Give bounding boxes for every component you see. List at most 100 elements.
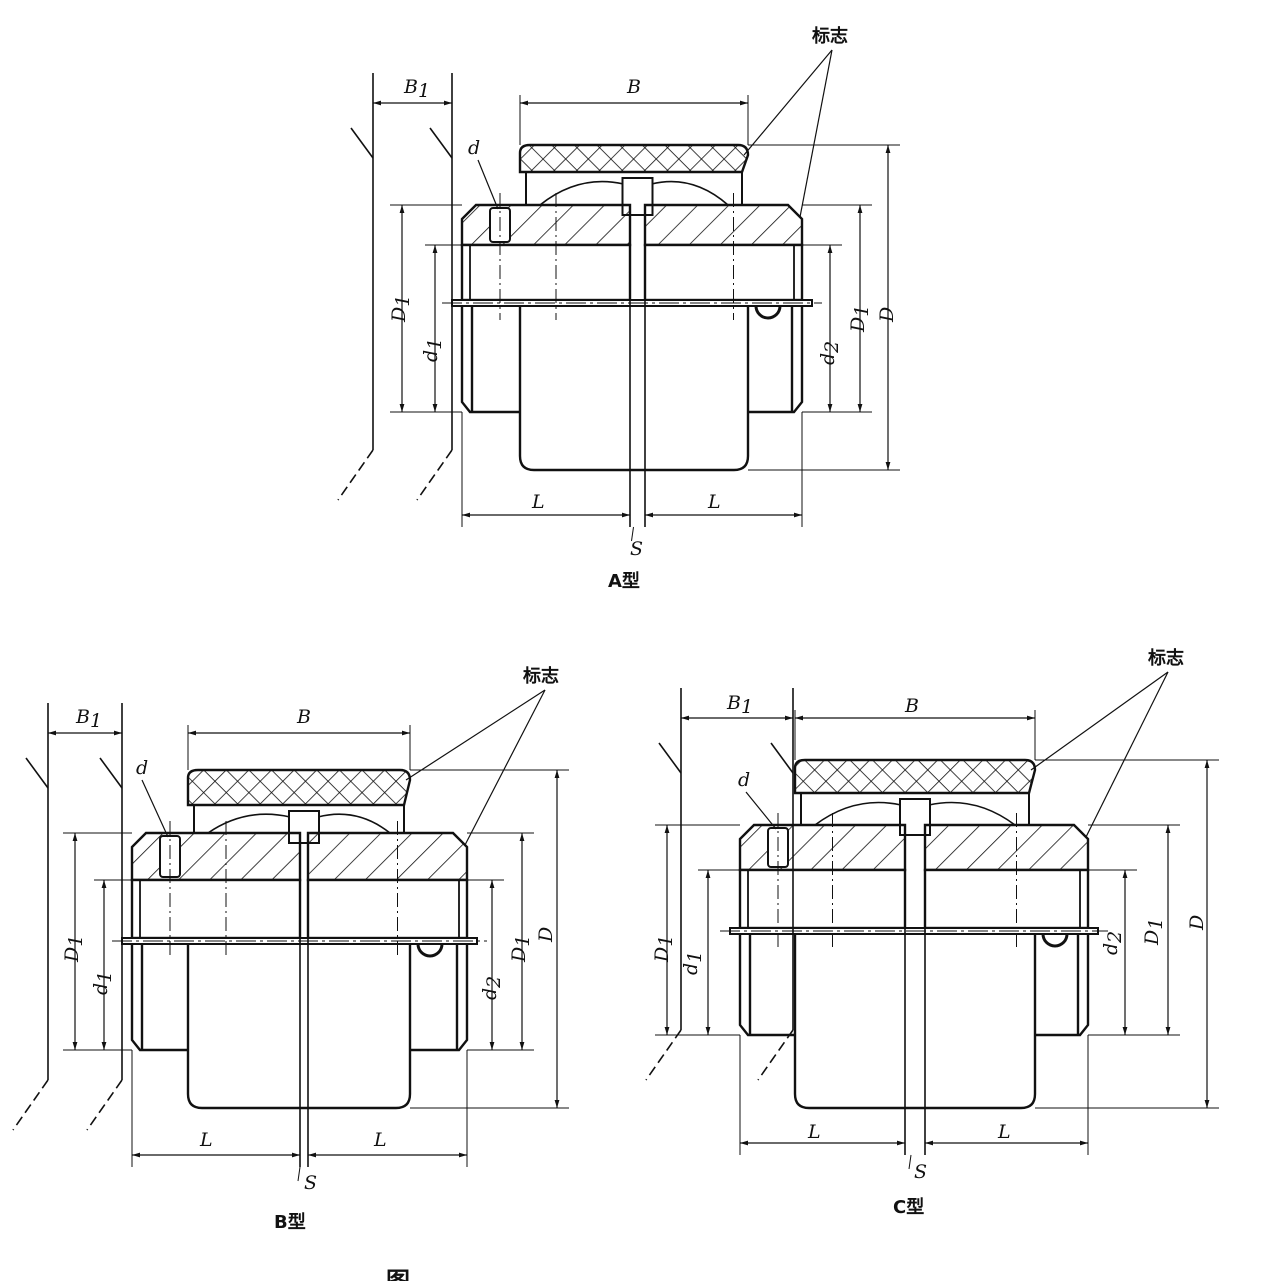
marker-leader [464,689,546,846]
dim-d2-label: d2 [817,341,843,365]
dim-d1-left-label: D1 [651,935,677,963]
dim-b1-label: B1 [75,706,102,732]
dim-d1-right-label: D1 [1141,918,1167,946]
dim-d1-left-label: D1 [388,295,414,323]
dim-b1-label: B1 [403,76,430,102]
break-line [429,127,453,159]
dim-outer-d-label: D [876,307,898,323]
dim-d-label: d [468,137,480,159]
dim-s-label: S [630,538,643,560]
tire-lower [186,944,412,1110]
s-leader [631,526,634,542]
dim-d1-left-label: D1 [61,935,87,963]
right-hub-lower [410,944,469,1052]
dim-b-label: B [626,76,641,98]
view-caption: A型 [608,570,640,592]
view-b [12,689,569,1182]
left-hub-section [130,831,302,882]
right-bore [643,243,804,302]
right-bore [923,868,1090,930]
dim-d-label: d [738,769,750,791]
break-line [25,757,49,789]
left-bore [460,243,632,302]
d-leader [141,779,169,838]
view-b-labels: 标志 B1 B d D1 d1 d2 D1 D L L S B型 [61,665,559,1233]
dim-l-left-label: L [807,1121,821,1143]
marker-label: 标志 [522,665,559,687]
dim-l-right-label: L [997,1121,1011,1143]
break-line [337,449,374,501]
left-bore [130,878,302,940]
dim-l-left-label: L [531,491,545,513]
d-leader [477,159,499,210]
break-line [86,1079,123,1131]
break-line [12,1079,49,1131]
right-hub-section [923,823,1090,872]
marker-label: 标志 [1147,647,1184,669]
diaphragm-curve [539,180,729,206]
figure-caption: 图 [386,1267,410,1281]
view-a-labels: 标志 B1 B d D1 d1 d2 D1 D L L S A型 [388,25,898,592]
left-hub-lower [130,944,188,1052]
dim-b-label: B [904,695,919,717]
right-hub-lower [1035,934,1090,1037]
dim-d1-right-label: D1 [847,305,873,333]
dim-b1-label: B1 [726,692,753,718]
break-line [658,742,682,774]
d-leader [745,791,777,830]
diaphragm-curve [207,813,391,834]
left-bore [738,868,907,930]
right-hub-section [643,203,804,247]
s-leader [297,1166,301,1182]
break-line [350,127,374,159]
dim-outer-d-label: D [1186,915,1208,931]
dim-d2-label: d2 [1100,931,1126,955]
tire-lower [518,306,750,472]
dim-l-right-label: L [707,491,721,513]
tire-crosshatch [186,768,412,807]
dim-b-label: B [296,706,311,728]
left-hub-section [460,203,632,247]
dim-s-label: S [914,1161,927,1183]
marker-label: 标志 [811,25,848,47]
view-c [645,671,1219,1170]
left-hub-lower [738,934,795,1037]
right-hub-lower [748,306,804,414]
dim-outer-d-label: D [535,927,557,943]
right-hub-section [306,831,469,882]
dim-small-d1-label: d1 [90,971,116,995]
tire-crosshatch [793,758,1037,795]
left-hub-section [738,823,907,872]
tire-crosshatch [518,143,750,174]
view-caption: B型 [274,1211,306,1233]
dim-s-label: S [304,1172,317,1194]
marker-leader [743,49,833,156]
diaphragm-curve [814,801,1016,826]
marker-leader [799,49,833,218]
bolt-head [1041,933,1069,948]
break-line [757,1029,794,1081]
tire-lower [793,934,1037,1110]
view-a [337,49,900,542]
dim-l-left-label: L [199,1129,213,1151]
view-c-labels: 标志 B1 B d D1 d1 d2 D1 D L L S C型 [651,647,1208,1218]
dim-l-right-label: L [373,1129,387,1151]
left-hub-lower [460,306,520,414]
view-caption: C型 [893,1196,924,1218]
bolt-head [416,943,444,958]
dim-d2-label: d2 [479,976,505,1000]
right-bore [306,878,469,940]
dim-small-d1-label: d1 [680,951,706,975]
break-line [645,1029,682,1081]
break-line [770,742,794,774]
break-line [99,757,123,789]
marker-leader [1085,671,1169,838]
marker-leader [405,689,546,781]
s-leader [908,1154,912,1170]
dim-small-d1-label: d1 [420,338,446,362]
dim-d1-right-label: D1 [508,935,534,963]
break-line [416,449,453,501]
marker-leader [1030,671,1169,771]
bolt-head [754,305,782,320]
